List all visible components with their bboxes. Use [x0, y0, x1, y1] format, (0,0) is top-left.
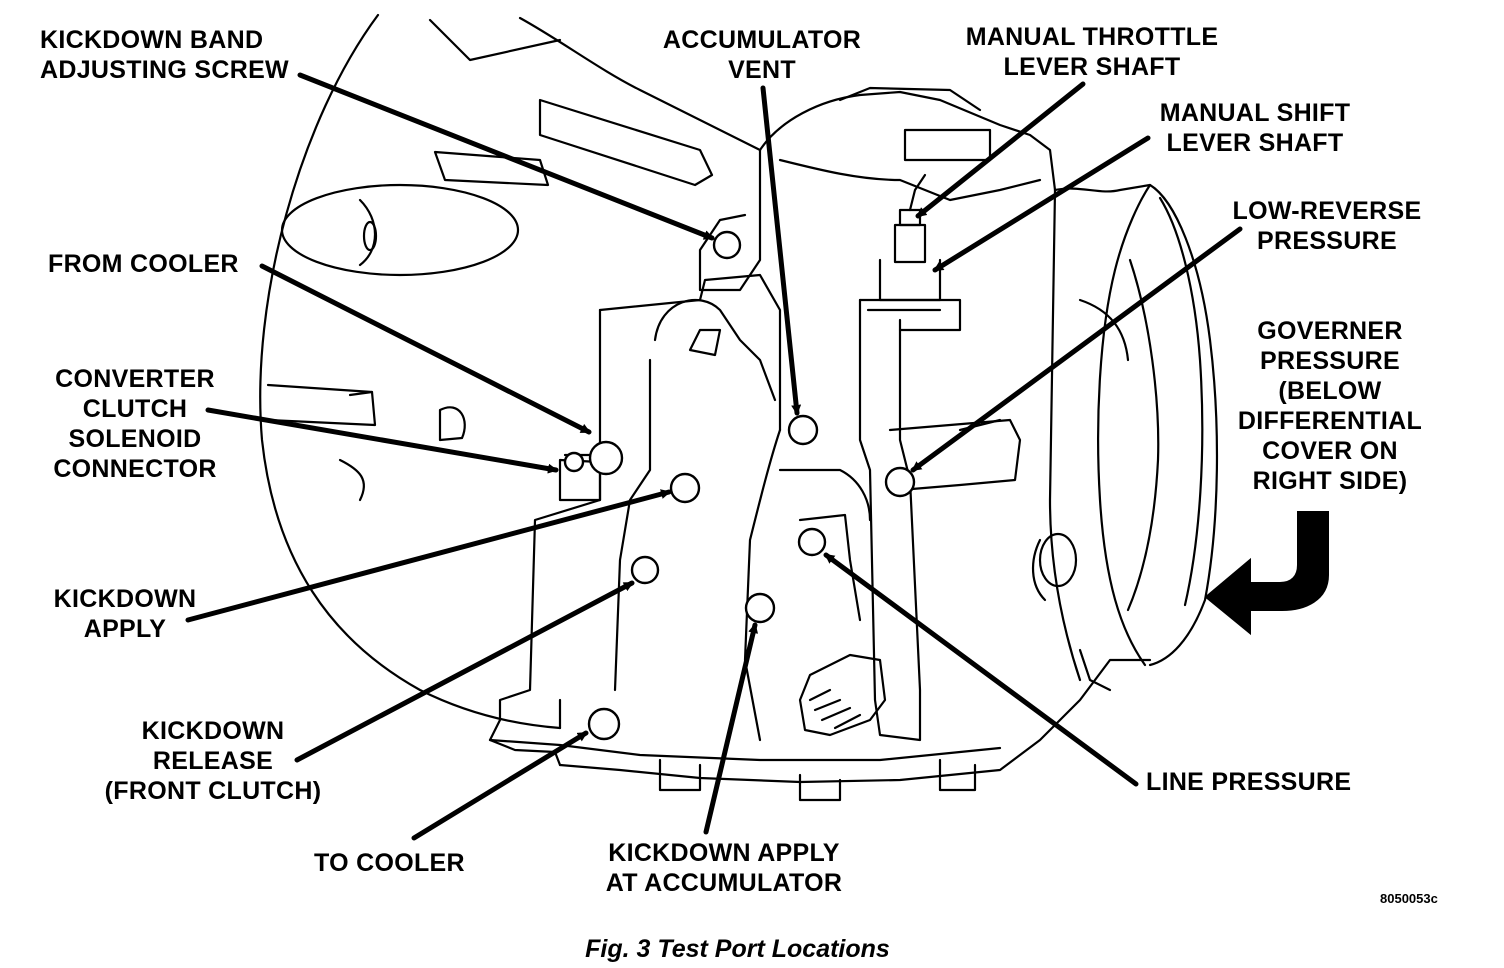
arrow-accumulator-vent: [760, 85, 802, 416]
arrow-kickdown-band: [297, 72, 715, 241]
arrow-manual-shift: [932, 135, 1151, 273]
label-kickdown-apply-accumulator: KICKDOWN APPLY AT ACCUMULATOR: [605, 839, 843, 897]
label-kickdown-band-screw: KICKDOWN BAND ADJUSTING SCREW: [40, 26, 289, 84]
arrow-converter-clutch: [205, 407, 559, 474]
transmission-illustration: [259, 13, 1219, 802]
arrow-to-cooler: [411, 730, 589, 841]
figure-code: 8050053c: [1380, 891, 1438, 906]
label-line-pressure: LINE PRESSURE: [1146, 768, 1352, 796]
label-to-cooler: TO COOLER: [314, 849, 465, 877]
label-manual-throttle: MANUAL THROTTLE LEVER SHAFT: [965, 23, 1219, 81]
port-low-reverse: [884, 466, 916, 498]
label-converter-clutch: CONVERTER CLUTCH SOLENOID CONNECTOR: [53, 365, 217, 483]
label-accumulator-vent: ACCUMULATOR VENT: [662, 26, 862, 84]
arrow-from-cooler: [259, 263, 592, 435]
port-kickdown-apply: [669, 472, 701, 504]
governor-curved-arrow: [1204, 511, 1329, 636]
port-accumulator-vent: [787, 414, 819, 446]
port-clutch-connector: [563, 451, 585, 473]
port-from-cooler: [588, 440, 624, 476]
port-kickdown-release: [630, 555, 660, 585]
label-manual-shift: MANUAL SHIFT LEVER SHAFT: [1159, 99, 1351, 157]
port-kickdown-band: [712, 230, 742, 260]
label-from-cooler: FROM COOLER: [48, 250, 239, 278]
port-kickdown-apply-accumulator: [744, 592, 776, 624]
figure-caption: Fig. 3 Test Port Locations: [585, 935, 890, 963]
port-line-pressure: [797, 527, 827, 557]
port-to-cooler: [587, 707, 621, 741]
label-kickdown-release: KICKDOWN RELEASE (FRONT CLUTCH): [104, 717, 322, 805]
arrow-kickdown-apply-accumulator: [703, 622, 759, 835]
arrow-manual-throttle: [915, 81, 1086, 219]
label-governor: GOVERNER PRESSURE (BELOW DIFFERENTIAL CO…: [1237, 317, 1423, 495]
arrow-line-pressure: [823, 552, 1139, 787]
test-ports: [563, 230, 916, 741]
arrow-kickdown-apply: [185, 489, 672, 623]
label-low-reverse: LOW-REVERSE PRESSURE: [1232, 197, 1422, 255]
label-kickdown-apply: KICKDOWN APPLY: [53, 585, 197, 643]
arrow-kickdown-release: [294, 580, 635, 763]
leader-lines: [185, 72, 1243, 841]
arrow-low-reverse: [910, 226, 1243, 473]
